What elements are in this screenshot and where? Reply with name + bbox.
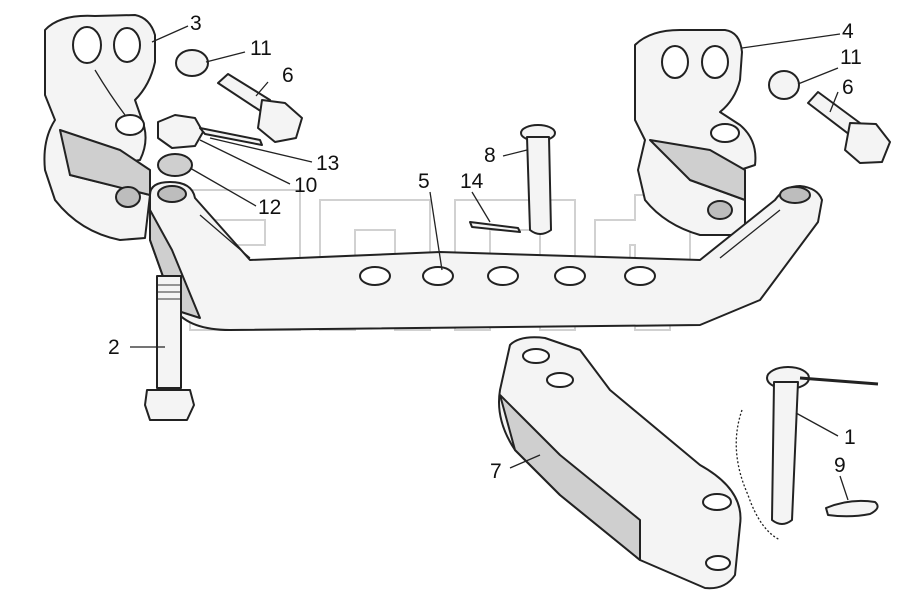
callout-9: 9 [834, 454, 846, 477]
callout-11-right: 11 [840, 46, 862, 69]
part-14-cotter-pin [469, 221, 521, 233]
part-6-left-bolt [217, 73, 303, 143]
part-6-right-bolt [807, 91, 891, 164]
callout-6-left: 6 [282, 64, 294, 87]
callout-14: 14 [460, 170, 484, 193]
callout-1: 1 [844, 426, 856, 449]
part-3-left-bracket [43, 14, 156, 241]
callout-10: 10 [294, 174, 317, 197]
callout-3: 3 [190, 12, 202, 35]
callout-6-right: 6 [842, 76, 854, 99]
callout-11-left: 11 [250, 37, 272, 60]
callout-12: 12 [258, 196, 281, 219]
callout-13: 13 [316, 152, 339, 175]
part-8-pin [520, 124, 556, 235]
part-5-perforated-bar [149, 181, 823, 331]
leader-lines [130, 25, 849, 501]
part-7-drawbar-link [498, 336, 742, 590]
part-4-right-bracket [634, 29, 757, 236]
callouts: 3 4 11 11 6 6 13 10 12 5 14 8 2 7 1 9 [108, 12, 862, 483]
callout-8: 8 [484, 144, 496, 167]
callout-7: 7 [490, 460, 502, 483]
part-10-castle-nut [157, 114, 204, 149]
callout-2: 2 [108, 336, 120, 359]
callout-5: 5 [418, 170, 430, 193]
part-13-cotter-pin [199, 127, 263, 146]
part-11-right-ring [768, 70, 800, 100]
callout-4: 4 [842, 20, 854, 43]
part-9-spring-clip [825, 499, 879, 518]
part-12-washer [157, 153, 193, 177]
part-2-vertical-bolt [144, 275, 195, 421]
part-1-hitch-pin [735, 366, 879, 541]
part-11-left-ring [175, 49, 209, 77]
